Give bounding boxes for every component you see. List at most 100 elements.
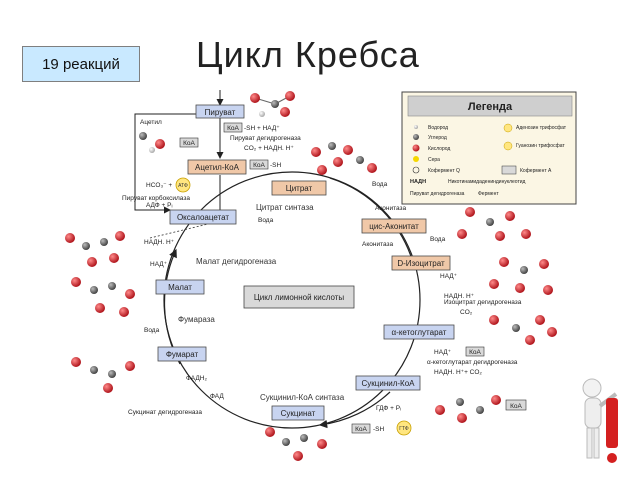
cofactor-water-4: Вода	[144, 327, 160, 334]
enzyme-aconitase-2: Аконитаза	[362, 241, 394, 248]
presenter-figure-icon	[582, 378, 618, 463]
svg-text:Оксалоацетат: Оксалоацетат	[177, 213, 229, 222]
enzyme-succinyl-coa-synthase: Сукцинил-КоА синтаза	[260, 393, 345, 402]
legend-item: Гуанозин трифосфат	[516, 143, 565, 149]
molecule-succinyl-coa-icon: КоА	[435, 395, 527, 423]
koa-tag-4: КоА	[465, 346, 485, 357]
cofactor-fad: ФАД	[210, 393, 224, 400]
svg-text:ГТФ: ГТФ	[399, 426, 409, 432]
svg-text:АТФ: АТФ	[178, 183, 188, 189]
enzyme-pyruvate-dehydrogenase: Пируват дегидрогеназа	[230, 135, 301, 142]
enzyme-akg-dehydrogenase: α-кетоглутарат дегидрогеназа	[427, 359, 518, 366]
center-label: Цикл лимонной кислоты	[254, 293, 345, 302]
svg-text:Сукцинат: Сукцинат	[281, 409, 316, 418]
node-oxaloacetate: Оксалоацетат	[169, 209, 237, 225]
cofactor-water-1: Вода	[258, 217, 274, 224]
molecule-fumarate-icon	[71, 357, 135, 393]
svg-text:α-кетоглутарат: α-кетоглутарат	[392, 328, 447, 337]
svg-text:D-Изоцитрат: D-Изоцитрат	[397, 259, 445, 268]
legend-item: Кофермент А	[520, 168, 552, 174]
molecule-malate-icon	[71, 277, 135, 317]
molecule-pyruvate-icon	[250, 91, 295, 117]
legend-item: Пируват дегидрогеназа	[410, 191, 465, 197]
legend-item: Фермент	[478, 191, 499, 197]
enzyme-pyruvate-carboxylase: Пируват корбоксилаза	[122, 194, 190, 202]
legend-panel: Легенда Водород Углерод Кислород Сера Ко…	[401, 91, 577, 205]
atp-star-icon: АТФ	[175, 177, 191, 193]
molecule-isocitrate-icon	[489, 257, 553, 295]
molecule-citrate-icon	[311, 142, 377, 175]
cofactor-sh-2: -SH	[373, 426, 385, 433]
node-alpha-ketoglutarate: α-кетоглутарат	[383, 324, 455, 340]
cofactor-nad: НАД⁺	[150, 261, 168, 268]
legend-item: Аденозин трифосфат	[516, 125, 567, 131]
svg-text:Ацетил-КоА: Ацетил-КоА	[195, 163, 240, 172]
svg-text:Цитрат: Цитрат	[286, 184, 313, 193]
center-box	[243, 285, 355, 309]
svg-text:КоА: КоА	[510, 403, 522, 410]
molecule-cis-aconitate-icon	[457, 207, 531, 241]
cofactor-fadh2: ФАДН₂	[186, 375, 207, 382]
gtp-star-icon: ГТФ	[396, 420, 412, 436]
node-cis-aconitate: цис-Аконитат	[361, 218, 427, 234]
legend-item: Никотинамидадениндинуклеотид	[448, 179, 526, 185]
koa-tag-1: КоА	[223, 122, 243, 133]
page-title: Цикл Кребса	[196, 34, 420, 75]
reactions-count-badge: 19 реакций	[22, 46, 140, 82]
cofactor-nadh-2: НАДН. Н⁺	[444, 293, 475, 300]
svg-text:Пируват: Пируват	[205, 108, 236, 117]
cofactor-adp: АДФ + Pᵢ	[146, 202, 173, 209]
cofactor-co2-nadh: CO₂ + НАДН. Н⁺	[244, 145, 294, 152]
enzyme-isocitrate-dehydrogenase: Изоцитрат дегидрогеназа	[444, 299, 522, 306]
cofactor-nad-2: НАД⁺	[440, 273, 458, 280]
node-succinyl-coa: Сукцинил-КоА	[355, 375, 421, 391]
legend-item: Кислород	[428, 146, 450, 152]
cofactor-water-3: Вода	[430, 236, 446, 243]
cofactor-hco3: HCO₃⁻ +	[146, 182, 172, 189]
molecule-acetyl-icon	[139, 132, 165, 153]
svg-text:Фумарат: Фумарат	[166, 350, 199, 359]
legend-title: Легенда	[468, 101, 513, 113]
molecule-oxaloacetate-icon	[65, 231, 125, 267]
node-succinate: Сукцинат	[271, 405, 325, 421]
svg-text:Сукцинил-КоА: Сукцинил-КоА	[362, 379, 416, 388]
cofactor-nadh-co2: НАДН. Н⁺+ CO₂	[434, 369, 482, 376]
molecule-succinate-icon	[265, 427, 327, 461]
svg-text:КоА: КоА	[183, 140, 195, 147]
node-malate: Малат	[155, 279, 205, 295]
node-d-isocitrate: D-Изоцитрат	[391, 255, 451, 271]
legend-item: Сера	[428, 157, 440, 163]
legend-item: Кофермент Q	[428, 168, 460, 174]
enzyme-aconitase-1: Аконитаза	[375, 205, 407, 212]
cofactor-nad-3: НАД⁺	[434, 349, 452, 356]
cofactor-water-2: Вода	[372, 181, 388, 188]
cofactor-gdp: ГДФ + Pᵢ	[376, 405, 401, 412]
koa-tag-2: КоА	[179, 137, 199, 148]
cofactor-sh: -SH	[270, 162, 282, 169]
enzyme-malate-dehydrogenase: Малат дегидрогеназа	[196, 257, 277, 266]
cofactor-nadh: НАДН. Н⁺	[144, 239, 175, 246]
enzyme-citrate-synthase: Цитрат синтаза	[256, 203, 314, 212]
svg-text:Малат: Малат	[168, 283, 192, 292]
legend-item: Углерод	[428, 135, 447, 141]
svg-text:КоА: КоА	[253, 162, 265, 169]
cofactor-co2: CO₂	[460, 309, 473, 316]
svg-text:КоА: КоА	[227, 125, 239, 132]
svg-text:КоА: КоА	[355, 426, 367, 433]
node-pyruvate: Пируват	[195, 104, 245, 119]
svg-text:цис-Аконитат: цис-Аконитат	[369, 222, 419, 231]
legend-item: Водород	[428, 125, 448, 131]
node-fumarate: Фумарат	[157, 346, 207, 362]
enzyme-succinate-dehydrogenase: Сукцинат дегидрогеназа	[128, 409, 202, 416]
svg-text:КоА: КоА	[469, 349, 481, 356]
cofactor-sh-nad: -SH + НАД⁺	[244, 125, 280, 132]
molecule-akg-icon	[489, 315, 557, 345]
cofactor-acetyl: Ацетил	[140, 119, 162, 126]
node-citrate: Цитрат	[271, 180, 327, 196]
koa-tag-5: КоА	[351, 423, 371, 434]
koa-tag-3: КоА	[249, 159, 269, 170]
legend-item: НАДН	[410, 179, 426, 185]
node-acetyl-coa: Ацетил-КоА	[187, 159, 247, 175]
enzyme-fumarase: Фумараза	[178, 315, 215, 324]
